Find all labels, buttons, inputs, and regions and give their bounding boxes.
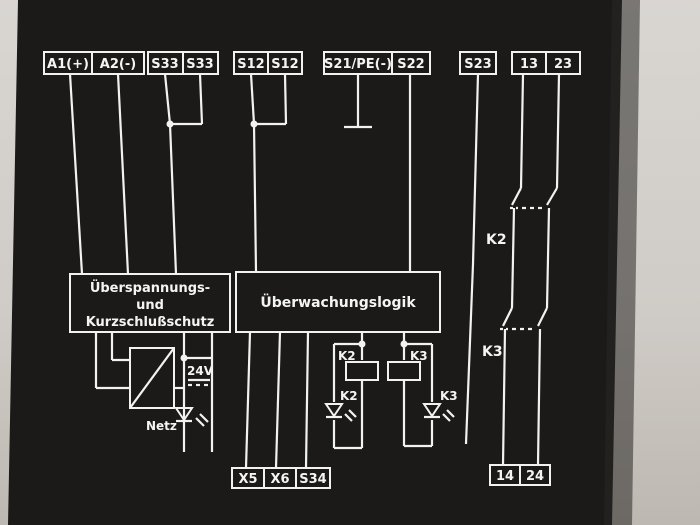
- terminal-s23: S23: [464, 57, 491, 72]
- led-k3-label: K3: [440, 389, 458, 403]
- logic-block: [235, 271, 441, 333]
- relay-k3-coil: [387, 361, 421, 381]
- terminal-s34: S34: [299, 472, 326, 487]
- power-led-label: Netz: [146, 419, 177, 433]
- power-supply-symbol: [129, 347, 175, 409]
- terminal-14: 14: [496, 469, 514, 484]
- led-k2-icon: [324, 403, 357, 422]
- terminal-s22: S22: [397, 57, 424, 72]
- terminal-s33-b: S33: [186, 57, 213, 72]
- contact-k3-label: K3: [482, 344, 503, 360]
- device-panel: [8, 0, 622, 525]
- protection-label-line3: Kurzschlußschutz: [86, 315, 215, 330]
- junction-dots: [166, 120, 408, 362]
- dc-symbol: [188, 378, 210, 387]
- bottom-terminals: X5 X6 S34 14 24: [231, 464, 551, 489]
- terminal-x5: X5: [238, 472, 257, 487]
- terminal-a2: A2(-): [100, 57, 136, 72]
- panel-edge-shadow: [604, 0, 640, 525]
- protection-label-line2: und: [136, 298, 164, 313]
- led-k3-icon: [422, 403, 455, 422]
- top-terminals: A1(+) A2(-) S33 S33 S12 S12 S21/PE(-) S2…: [43, 51, 581, 75]
- led-k2-label: K2: [340, 389, 358, 403]
- contact-k2-label: K2: [486, 232, 507, 248]
- terminal-24: 24: [526, 469, 544, 484]
- relay-k2-label: K2: [338, 349, 356, 363]
- terminal-s12-b: S12: [271, 57, 298, 72]
- voltage-label: 24V: [187, 364, 214, 378]
- terminal-s21-pe: S21/PE(-): [324, 57, 392, 72]
- terminal-s33-a: S33: [151, 57, 178, 72]
- power-led-icon: [174, 407, 209, 427]
- terminal-23: 23: [554, 57, 572, 72]
- terminal-a1: A1(+): [47, 57, 89, 72]
- terminal-x6: X6: [270, 472, 289, 487]
- circuit-wires: [68, 73, 561, 469]
- terminal-13: 13: [520, 57, 538, 72]
- protection-block: [69, 273, 231, 333]
- terminal-s12-a: S12: [237, 57, 264, 72]
- logic-label: Überwachungslogik: [260, 293, 416, 311]
- protection-label-line1: Überspannungs-: [90, 280, 210, 296]
- relay-k2-coil: [345, 361, 379, 381]
- relay-k3-label: K3: [410, 349, 428, 363]
